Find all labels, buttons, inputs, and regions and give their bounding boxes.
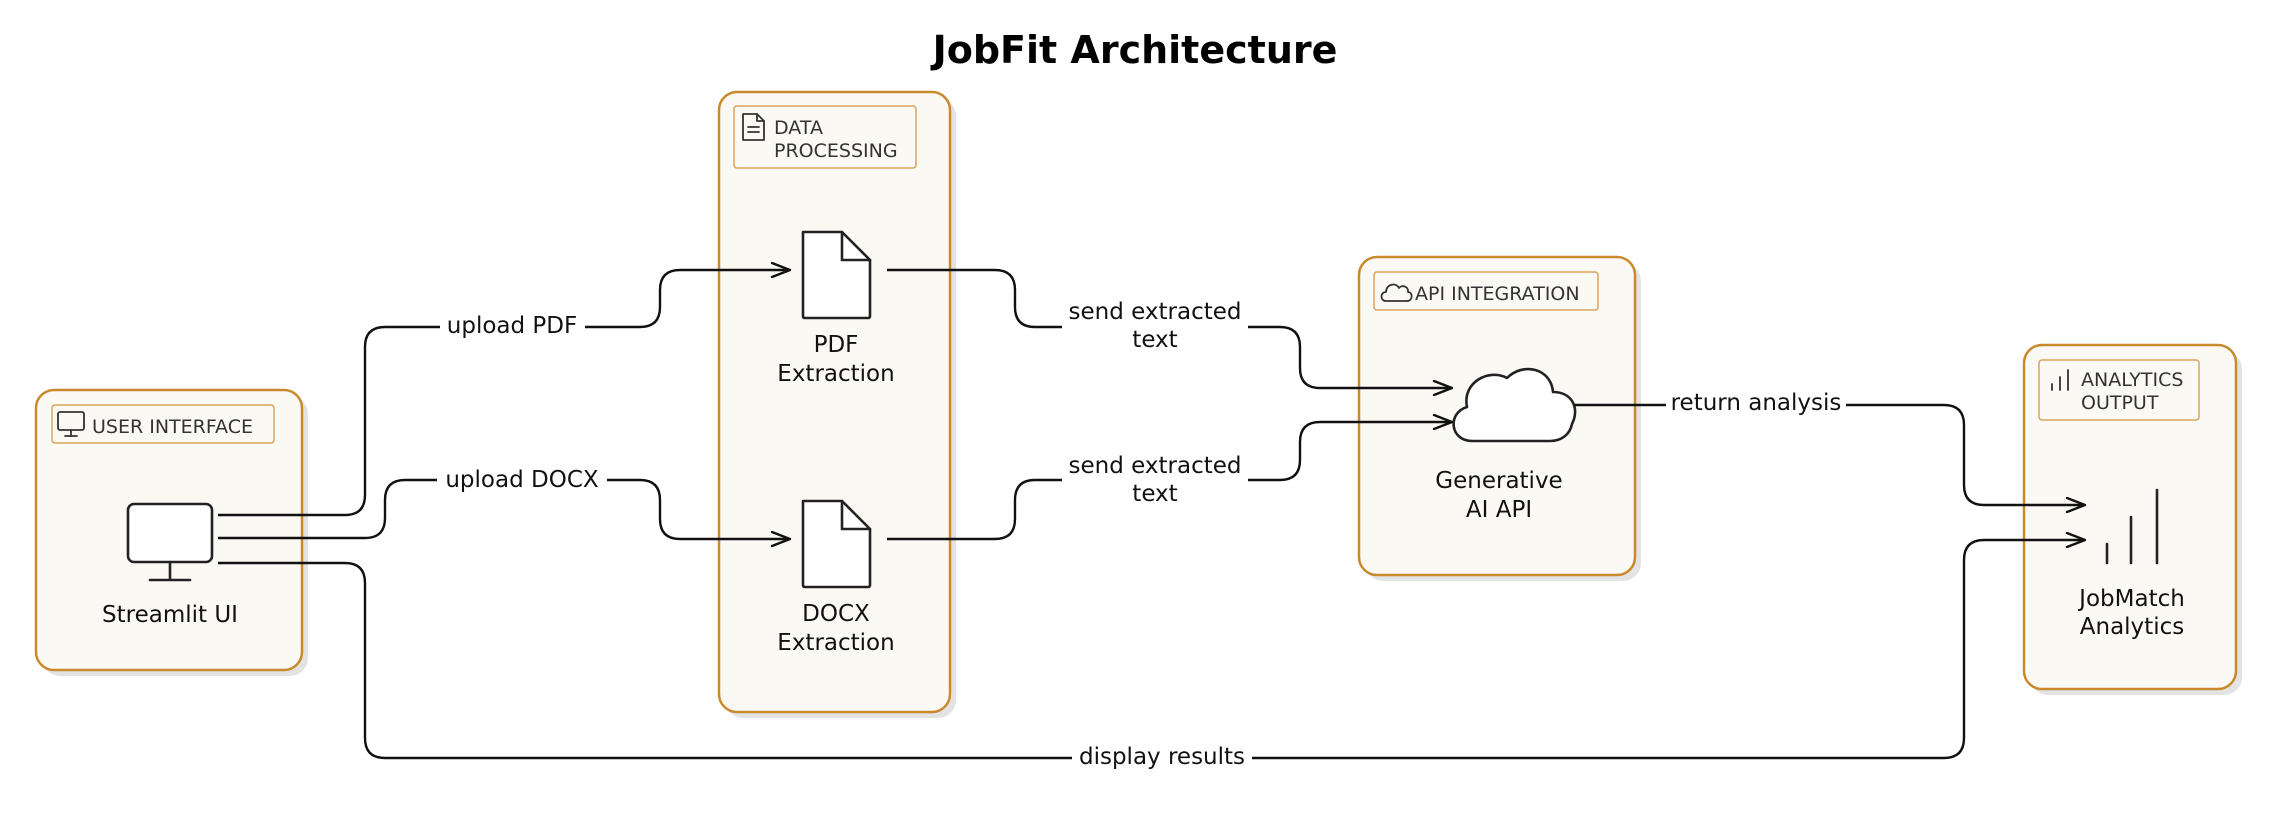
- edge-label-upload-docx: upload DOCX: [437, 462, 607, 496]
- node-label-line2: AI API: [1466, 497, 1532, 523]
- node-jobmatch-analytics: JobMatch Analytics: [2077, 488, 2185, 640]
- cloud-icon: [1380, 283, 1413, 302]
- node-pdf-extraction: PDF Extraction: [777, 230, 895, 387]
- edge-label-upload-pdf: upload PDF: [440, 308, 585, 342]
- svg-text:upload DOCX: upload DOCX: [445, 467, 599, 493]
- file-icon: [801, 230, 872, 320]
- group-data-processing: DATA PROCESSING: [717, 90, 956, 718]
- monitor-icon: [126, 502, 214, 582]
- svg-text:text: text: [1132, 327, 1177, 353]
- svg-text:send extracted: send extracted: [1069, 453, 1242, 479]
- svg-text:return analysis: return analysis: [1671, 390, 1842, 416]
- svg-text:display results: display results: [1079, 744, 1245, 770]
- document-icon: [742, 113, 765, 141]
- bar-chart-icon: [2105, 488, 2159, 565]
- svg-text:upload PDF: upload PDF: [447, 313, 577, 339]
- edge-label-return-analysis: return analysis: [1666, 386, 1846, 420]
- node-label-line1: JobMatch: [2077, 586, 2185, 612]
- group-analytics-output: ANALYTICS OUTPUT: [2022, 343, 2242, 695]
- group-tag: [2038, 359, 2200, 421]
- node-label-line2: Analytics: [2080, 614, 2184, 640]
- monitor-icon: [57, 411, 85, 437]
- bar-chart-icon: [2051, 369, 2069, 391]
- svg-text:send extracted: send extracted: [1069, 299, 1242, 325]
- edge-label-send-pdf-text: send extracted text: [1062, 296, 1248, 356]
- group-tag: [1373, 271, 1599, 311]
- edge-label-display-results: display results: [1072, 740, 1252, 774]
- group-label-line2: PROCESSING: [774, 140, 898, 162]
- edge-label-send-docx-text: send extracted text: [1062, 450, 1248, 510]
- diagram-title: JobFit Architecture: [930, 28, 1338, 72]
- node-label-line1: DOCX: [802, 601, 870, 627]
- node-label-line1: Generative: [1435, 468, 1562, 494]
- edge-return-analysis: [1548, 403, 2085, 505]
- node-label-line2: Extraction: [777, 361, 894, 387]
- group-label-line1: ANALYTICS: [2081, 369, 2183, 391]
- svg-text:text: text: [1132, 481, 1177, 507]
- node-label-line1: PDF: [814, 332, 859, 358]
- node-label: Streamlit UI: [102, 602, 238, 628]
- cloud-icon: [1452, 367, 1577, 443]
- node-generative-ai-api: Generative AI API: [1435, 367, 1577, 523]
- node-docx-extraction: DOCX Extraction: [777, 499, 895, 656]
- group-label: USER INTERFACE: [92, 416, 253, 438]
- node-streamlit-ui: Streamlit UI: [102, 502, 238, 628]
- group-label: API INTEGRATION: [1415, 283, 1580, 305]
- edge-display-results: [218, 540, 2085, 760]
- group-tag: [733, 105, 917, 169]
- file-icon: [801, 499, 872, 589]
- group-label-line2: OUTPUT: [2081, 392, 2159, 414]
- group-label-line1: DATA: [774, 117, 823, 139]
- node-label-line2: Extraction: [777, 630, 894, 656]
- group-tag: [51, 404, 275, 444]
